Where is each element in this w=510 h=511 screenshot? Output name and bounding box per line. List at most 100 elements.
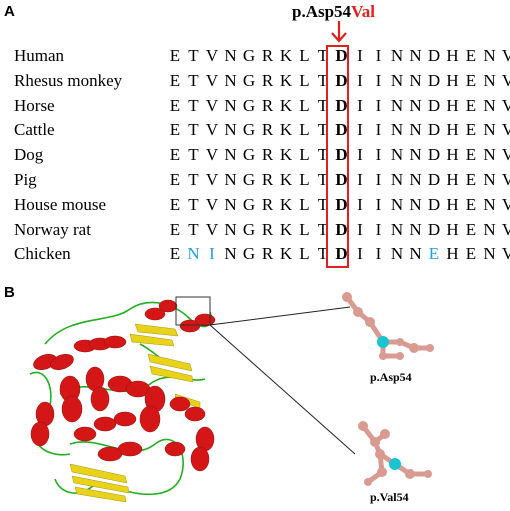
residue: G	[242, 95, 256, 115]
residue: E	[169, 145, 181, 165]
residue: D	[335, 95, 348, 115]
species-name: Chicken	[14, 244, 71, 264]
residue: E	[465, 70, 477, 90]
residue: D	[335, 120, 348, 140]
residue: I	[375, 120, 382, 140]
residue: I	[375, 70, 382, 90]
residue: K	[279, 145, 293, 165]
zoom-box	[175, 296, 211, 326]
residue: K	[279, 70, 293, 90]
residue: D	[427, 145, 441, 165]
species-name: Human	[14, 46, 65, 65]
residue: E	[428, 244, 440, 264]
residue: N	[224, 145, 237, 165]
residue: E	[465, 145, 477, 165]
residue: N	[409, 46, 422, 65]
residue: N	[390, 70, 404, 90]
residue: L	[299, 219, 310, 239]
residue: K	[279, 46, 293, 65]
residue: D	[335, 194, 348, 214]
residue: V	[205, 95, 219, 115]
residue: V	[501, 145, 510, 165]
residue: I	[375, 244, 382, 264]
residue: V	[501, 219, 510, 239]
residue: G	[242, 244, 256, 264]
residue: N	[390, 194, 404, 214]
residue: H	[446, 219, 459, 239]
residue: I	[375, 219, 382, 239]
residue: L	[299, 70, 310, 90]
residue: N	[483, 95, 496, 115]
residue: N	[224, 244, 237, 264]
residue: T	[188, 95, 199, 115]
residue: T	[317, 95, 329, 115]
residue: G	[242, 169, 256, 189]
residue: N	[224, 46, 237, 65]
residue: D	[335, 219, 348, 239]
residue: T	[317, 244, 329, 264]
asp54-label: p.Asp54	[370, 370, 412, 384]
mutation-title: p.Asp54Val	[292, 2, 375, 22]
residue: H	[446, 70, 459, 90]
residue: N	[409, 145, 422, 165]
residue: N	[224, 95, 237, 115]
residue: N	[390, 145, 404, 165]
residue: R	[261, 70, 274, 90]
residue: V	[501, 169, 510, 189]
residue: T	[188, 120, 199, 140]
residue: V	[205, 70, 219, 90]
down-arrow-icon	[331, 21, 347, 43]
zoom-line-bottom	[209, 324, 356, 455]
residue: R	[261, 95, 274, 115]
residue: R	[261, 46, 274, 65]
residue: E	[169, 219, 181, 239]
residue: V	[501, 194, 510, 214]
residue: K	[279, 194, 293, 214]
residue: R	[261, 244, 274, 264]
residue: L	[299, 244, 310, 264]
residue: I	[375, 95, 382, 115]
residue: I	[357, 145, 363, 165]
mutation-new: Val	[351, 2, 376, 21]
residue: V	[205, 219, 219, 239]
panel-b-label: B	[4, 284, 15, 301]
residue: E	[169, 194, 181, 214]
residue: D	[427, 95, 441, 115]
residue: N	[409, 70, 422, 90]
residue: N	[483, 70, 496, 90]
residue: E	[169, 120, 181, 140]
residue: E	[465, 120, 477, 140]
residue: N	[409, 95, 422, 115]
residue: N	[483, 219, 496, 239]
residue: N	[224, 194, 237, 214]
residue: N	[224, 120, 237, 140]
val54-molecule	[358, 421, 432, 486]
residue: K	[279, 169, 293, 189]
residue: H	[446, 194, 459, 214]
residue: I	[357, 120, 363, 140]
residue: E	[465, 244, 477, 264]
residue: L	[299, 95, 310, 115]
residue: I	[375, 169, 382, 189]
residue: R	[261, 169, 274, 189]
asp54-molecule	[342, 292, 434, 360]
residue: E	[169, 46, 181, 65]
residue: E	[465, 219, 477, 239]
residue: L	[299, 145, 310, 165]
residue: N	[483, 244, 496, 264]
residue: I	[357, 219, 363, 239]
residue: N	[390, 219, 404, 239]
residue: I	[357, 169, 363, 189]
residue: N	[409, 194, 422, 214]
residue: D	[335, 46, 348, 65]
residue: N	[390, 46, 404, 65]
residue: R	[261, 194, 274, 214]
residue: N	[483, 169, 496, 189]
panel-a-label: A	[4, 3, 15, 20]
residue: T	[317, 70, 329, 90]
residue: E	[465, 46, 477, 65]
residue: E	[169, 95, 181, 115]
residue: H	[446, 244, 459, 264]
residue: R	[261, 120, 274, 140]
